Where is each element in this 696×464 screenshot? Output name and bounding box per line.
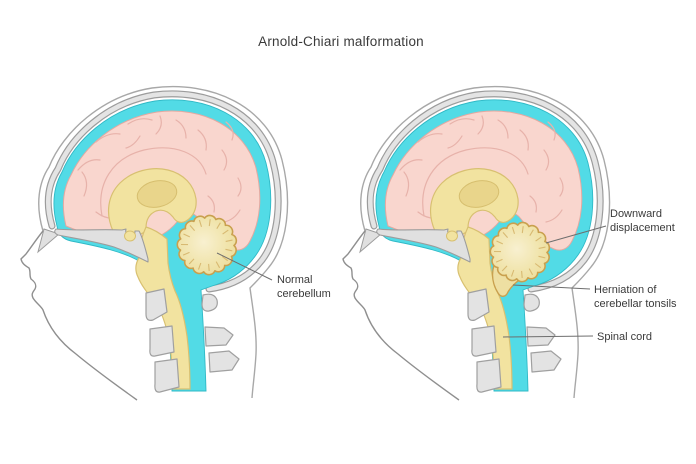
leader-line-normal-cerebellum [216, 252, 273, 281]
annotation-herniation: Herniation of cerebellar tonsils [512, 284, 677, 310]
diagram-title: Arnold-Chiari malformation [258, 34, 424, 49]
label-downward-displacement: Downward displacement [610, 208, 675, 234]
annotation-downward-displacement: Downward displacement [545, 208, 675, 244]
cerebellum [489, 221, 551, 283]
cerebellum-folia [180, 219, 233, 271]
head-chiari [343, 87, 610, 400]
leader-line-downward-displacement [545, 225, 607, 244]
label-normal-cerebellum: Normal cerebellum [277, 274, 331, 300]
label-spinal-cord: Spinal cord [597, 331, 652, 343]
leader-line-herniation [512, 284, 591, 290]
annotation-normal-cerebellum: Normal cerebellum [216, 252, 331, 300]
leader-line-spinal-cord [502, 335, 594, 338]
annotation-spinal-cord: Spinal cord [502, 331, 652, 343]
panel-normal: Normal cerebellum [21, 87, 331, 400]
cerebellum-folia [493, 226, 546, 278]
label-herniation: Herniation of cerebellar tonsils [594, 284, 677, 310]
panel-chiari: Downward displacement Herniation of cere… [343, 87, 677, 400]
head-normal [21, 87, 288, 400]
cerebellum-normal [176, 214, 238, 276]
cerebellum [176, 214, 238, 276]
cerebellum-chiari [489, 221, 551, 297]
